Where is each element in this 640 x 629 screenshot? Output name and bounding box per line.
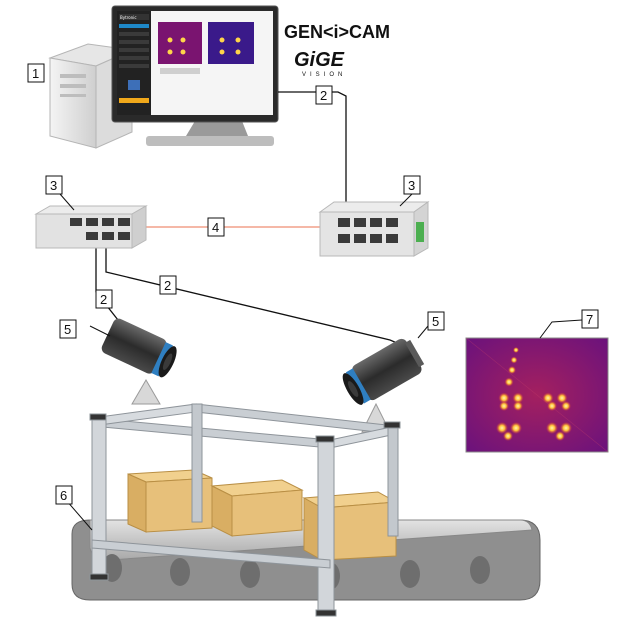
gige-vision-logo: GiGE VISION xyxy=(294,49,346,78)
boxes xyxy=(127,469,398,561)
thermal-hotspots xyxy=(496,347,572,441)
svg-text:GEN<i>CAM: GEN<i>CAM xyxy=(284,22,390,42)
leader-lines xyxy=(59,193,583,531)
svg-text:5: 5 xyxy=(432,314,439,329)
monitor: Bytronic xyxy=(111,5,279,146)
callout-5-left: 5 xyxy=(59,319,77,339)
switch-left xyxy=(34,205,148,249)
callout-5-right: 5 xyxy=(427,311,445,331)
svg-text:2: 2 xyxy=(164,278,171,293)
svg-text:7: 7 xyxy=(586,312,593,327)
svg-text:6: 6 xyxy=(60,488,67,503)
svg-text:2: 2 xyxy=(320,88,327,103)
svg-text:GiGE: GiGE xyxy=(294,49,345,71)
svg-text:VISION: VISION xyxy=(302,72,346,78)
callout-4: 4 xyxy=(207,217,225,237)
callout-3-right: 3 xyxy=(403,175,421,195)
svg-text:2: 2 xyxy=(100,292,107,307)
callout-7: 7 xyxy=(581,309,599,329)
switch-right xyxy=(318,201,430,257)
callout-2-mid: 2 xyxy=(159,275,177,295)
thermal-image xyxy=(465,337,609,453)
callout-2-left: 2 xyxy=(95,289,113,309)
callout-6: 6 xyxy=(55,485,73,505)
monitor-brand: Bytronic xyxy=(120,15,137,20)
genicam-logo: GEN<i>CAM xyxy=(284,22,390,42)
svg-text:5: 5 xyxy=(64,322,71,337)
svg-text:4: 4 xyxy=(212,220,219,235)
svg-text:3: 3 xyxy=(408,178,415,193)
callout-2-top: 2 xyxy=(315,85,333,105)
camera-right xyxy=(342,338,425,433)
camera-left xyxy=(101,318,177,405)
callout-3-left: 3 xyxy=(45,175,63,195)
svg-text:3: 3 xyxy=(50,178,57,193)
svg-text:1: 1 xyxy=(32,66,39,81)
aluminum-frame xyxy=(89,403,401,617)
callout-1: 1 xyxy=(27,63,45,83)
